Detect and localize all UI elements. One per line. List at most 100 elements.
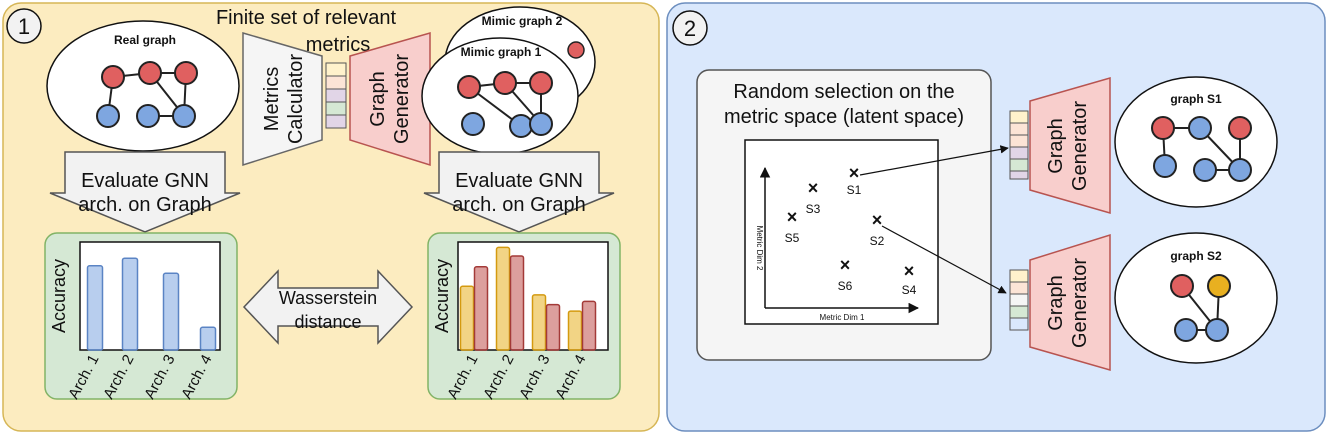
selection-title-line1: Random selection on the: [733, 81, 954, 103]
metric-axis-y-label: Metric Dim 2: [755, 226, 764, 271]
sample-point-label: S3: [806, 202, 821, 216]
arrow-s2-to-generator: [881, 225, 1007, 294]
graph-node: [1151, 116, 1175, 140]
sample-point-marker: ×: [872, 210, 883, 230]
chart-left-bars: [86, 257, 217, 351]
graph-node: [529, 71, 553, 95]
chart-right-bars: [459, 246, 597, 351]
chart-bar: [531, 294, 547, 351]
graph-node: [101, 65, 125, 89]
graph-s1-label: graph S1: [1170, 92, 1222, 106]
generator-top-line2: Generator: [1069, 101, 1091, 191]
evaluate-arrow-left: [49, 151, 241, 233]
panel-2-number: 2: [684, 16, 696, 41]
mimic-graph-1-network: [457, 71, 553, 138]
graph-s2-ellipse: [1114, 232, 1278, 364]
wasserstein-line1: Wasserstein: [279, 288, 377, 308]
real-graph-network: [96, 61, 198, 128]
metric-vector: [325, 62, 347, 129]
generator-bottom-line1: Graph: [1045, 275, 1067, 331]
graph-generator-panel1: [349, 32, 431, 167]
sample-point-marker: ×: [808, 178, 819, 198]
panel-1-number: 1: [18, 14, 30, 39]
sample-point-s2: × S2: [870, 210, 885, 248]
evaluate-left-line2: arch. on Graph: [78, 194, 211, 216]
sample-point-marker: ×: [849, 163, 860, 183]
metric-space-plot: [744, 139, 939, 325]
graph-node: [96, 104, 120, 128]
metrics-calculator-label-line2: Calculator: [285, 54, 307, 144]
sample-point-s3: × S3: [806, 178, 821, 216]
graph-node: [1170, 274, 1194, 298]
chart-left-ylabel: Accuracy: [49, 259, 69, 333]
selection-title-line2: metric space (latent space): [724, 106, 964, 128]
metric-vector-s1: [1009, 110, 1029, 180]
chart-left-plot-area: [79, 241, 221, 351]
evaluate-right-line1: Evaluate GNN: [455, 170, 583, 192]
graph-generator-top: [1029, 77, 1111, 214]
evaluate-left-line1: Evaluate GNN: [81, 170, 209, 192]
graph-node: [172, 104, 196, 128]
graph-node: [1228, 158, 1252, 182]
graph-generator-label-line2: Generator: [391, 54, 413, 144]
chart-bar: [121, 257, 139, 351]
chart-bar: [545, 303, 561, 351]
sample-point-marker: ×: [840, 255, 851, 275]
graph-s2-network: [1170, 274, 1231, 342]
sample-point-s6: × S6: [838, 255, 853, 293]
panel-2-number-badge: [672, 10, 708, 46]
sample-point-s5: × S5: [785, 207, 800, 245]
metric-vector-s2: [1009, 269, 1029, 331]
graph-node: [1228, 116, 1252, 140]
graph-node: [1153, 154, 1177, 178]
graph-node: [1193, 158, 1217, 182]
graph-node: [529, 112, 553, 136]
metric-axis-x-label: Metric Dim 1: [820, 313, 865, 322]
mimic-graph-2-label: Mimic graph 2: [482, 14, 563, 28]
sample-point-label: S2: [870, 234, 885, 248]
sample-point-label: S1: [847, 183, 862, 197]
generator-bottom-line2: Generator: [1069, 258, 1091, 348]
graph-generator-label-line1: Graph: [367, 71, 389, 127]
sample-point-marker: ×: [787, 207, 798, 227]
chart-bar: [459, 285, 475, 351]
chart-bar: [495, 246, 511, 351]
metrics-calculator-label-line1: Metrics: [261, 67, 283, 131]
graph-node: [1174, 318, 1198, 342]
evaluate-arrow-right: [423, 151, 615, 233]
graph-node: [457, 75, 481, 99]
graph-node: [509, 114, 533, 138]
graph-node: [493, 71, 517, 95]
sample-point-label: S5: [785, 231, 800, 245]
chart-bar: [509, 255, 525, 351]
graph-node: [138, 61, 162, 85]
graph-s1-network: [1151, 116, 1252, 182]
sample-point-label: S4: [902, 283, 917, 297]
sample-point-label: S6: [838, 279, 853, 293]
sample-point-marker: ×: [904, 261, 915, 281]
graph-node: [567, 41, 585, 59]
mimic-graph-1-label: Mimic graph 1: [461, 45, 542, 59]
wasserstein-arrow: [242, 269, 414, 345]
graph-node: [1205, 318, 1229, 342]
arrow-s1-to-generator: [859, 145, 1009, 176]
graph-generator-bottom: [1029, 233, 1111, 371]
graph-s2-label: graph S2: [1170, 249, 1222, 263]
chart-bar: [473, 266, 489, 351]
evaluate-right-line2: arch. on Graph: [452, 194, 585, 216]
sample-point-s4: × S4: [902, 261, 917, 297]
graph-node: [1188, 116, 1212, 140]
metrics-set-title-line1: Finite set of relevant: [216, 7, 397, 29]
chart-bar: [162, 272, 180, 351]
wasserstein-line2: distance: [294, 312, 361, 332]
graph-node: [1207, 274, 1231, 298]
chart-bar: [567, 310, 583, 351]
graph-node: [136, 104, 160, 128]
chart-bar: [199, 326, 217, 351]
graph-node: [174, 61, 198, 85]
real-graph-label: Real graph: [114, 33, 176, 47]
chart-bar: [86, 265, 104, 351]
chart-bar: [581, 300, 597, 351]
